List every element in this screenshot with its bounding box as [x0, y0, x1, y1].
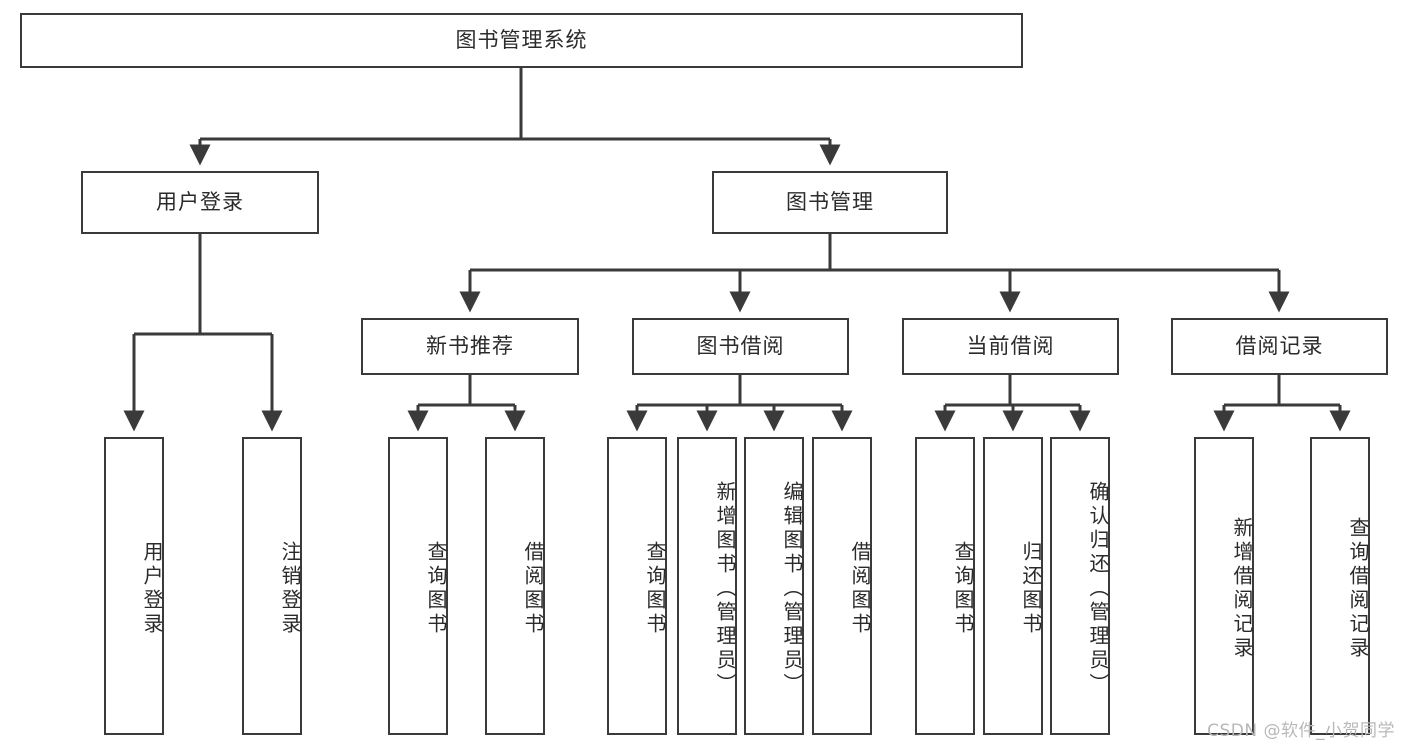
leaf-query-book-cb[interactable]: 查询图书 [915, 437, 975, 735]
leaf-logout[interactable]: 注销登录 [242, 437, 302, 735]
leaf-edit-book-admin[interactable]: 编辑图书（管理员） [744, 437, 804, 735]
node-borrowing-record[interactable]: 借阅记录 [1171, 318, 1388, 375]
leaf-query-borrow-record[interactable]: 查询借阅记录 [1310, 437, 1370, 735]
node-root-system[interactable]: 图书管理系统 [20, 13, 1023, 68]
leaf-confirm-return-admin[interactable]: 确认归还（管理员） [1050, 437, 1110, 735]
leaf-user-login[interactable]: 用户登录 [104, 437, 164, 735]
node-user-login[interactable]: 用户登录 [81, 171, 319, 234]
leaf-label: 查询借阅记录 [1346, 517, 1370, 661]
node-book-borrowing[interactable]: 图书借阅 [632, 318, 849, 375]
leaf-label: 编辑图书（管理员） [780, 481, 804, 697]
leaf-label: 查询图书 [643, 541, 667, 637]
leaf-borrow-book-nbr[interactable]: 借阅图书 [485, 437, 545, 735]
leaf-label: 注销登录 [278, 541, 302, 637]
watermark: CSDN @软件_小贺同学 [1207, 721, 1395, 741]
leaf-return-book[interactable]: 归还图书 [983, 437, 1043, 735]
leaf-label: 用户登录 [140, 541, 164, 637]
leaf-label: 查询图书 [951, 541, 975, 637]
leaf-label: 新增图书（管理员） [713, 481, 737, 697]
leaf-label: 归还图书 [1019, 541, 1043, 637]
leaf-label: 借阅图书 [521, 541, 545, 637]
leaf-query-book-nbr[interactable]: 查询图书 [388, 437, 448, 735]
leaf-label: 查询图书 [424, 541, 448, 637]
leaf-query-book-bb[interactable]: 查询图书 [607, 437, 667, 735]
leaf-label: 借阅图书 [848, 541, 872, 637]
node-current-borrowing[interactable]: 当前借阅 [902, 318, 1119, 375]
leaf-label: 确认归还（管理员） [1086, 481, 1110, 697]
leaf-borrow-book-bb[interactable]: 借阅图书 [812, 437, 872, 735]
leaf-label: 新增借阅记录 [1230, 517, 1254, 661]
node-book-management[interactable]: 图书管理 [712, 171, 948, 234]
node-new-book-recommendation[interactable]: 新书推荐 [361, 318, 579, 375]
leaf-add-borrow-record[interactable]: 新增借阅记录 [1194, 437, 1254, 735]
leaf-add-book-admin[interactable]: 新增图书（管理员） [677, 437, 737, 735]
